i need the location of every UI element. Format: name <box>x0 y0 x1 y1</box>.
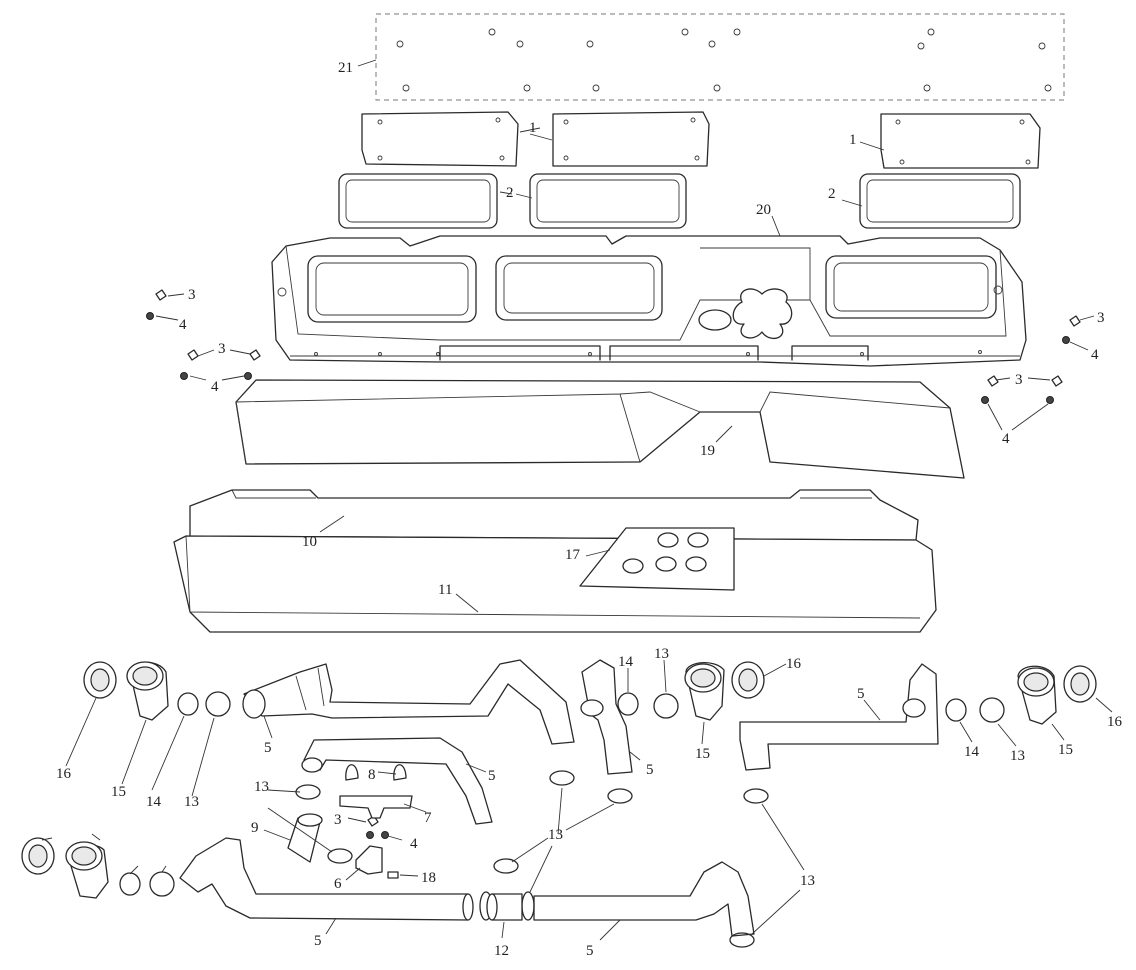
callout-5-center: 5 <box>646 762 654 778</box>
part-11-base-tray <box>173 535 937 633</box>
part-10-upper-tray <box>189 489 919 541</box>
callout-4-a: 4 <box>179 317 187 333</box>
callout-9: 9 <box>251 820 259 836</box>
callout-13-lower-right: 13 <box>800 873 815 889</box>
callout-2-right: 2 <box>828 186 836 202</box>
callout-4-b: 4 <box>211 379 219 395</box>
callout-4-e: 4 <box>410 836 418 852</box>
part-3-4-fasteners <box>146 289 1081 839</box>
callout-7: 7 <box>424 810 432 826</box>
callout-14-center: 14 <box>618 654 634 670</box>
callout-20: 20 <box>756 202 771 218</box>
callout-1-left: 1 <box>529 120 537 136</box>
callout-3-e: 3 <box>334 812 342 828</box>
callout-17: 17 <box>565 547 581 563</box>
part-20-main-housing <box>271 235 1027 367</box>
callout-8: 8 <box>368 767 376 783</box>
part-21-mounting-panel <box>375 13 1065 101</box>
callout-16-left: 16 <box>56 766 72 782</box>
callout-4-d: 4 <box>1002 431 1010 447</box>
callout-15-right: 15 <box>1058 742 1073 758</box>
part-5-ducts <box>179 659 939 937</box>
callout-16-right: 16 <box>1107 714 1123 730</box>
part-16-vent-grilles <box>21 661 1097 875</box>
callout-15-center: 15 <box>695 746 710 762</box>
callout-13-left: 13 <box>184 794 199 810</box>
callout-13-right: 13 <box>1010 748 1025 764</box>
part-7-bracket <box>339 795 413 819</box>
callout-14-right: 14 <box>964 744 980 760</box>
part-8-clips <box>345 764 407 781</box>
callout-1-right: 1 <box>849 132 857 148</box>
callout-3-d: 3 <box>1015 372 1023 388</box>
callout-12: 12 <box>494 943 509 959</box>
part-1-cover-plates <box>361 111 1041 169</box>
callout-5-s-duct: 5 <box>488 768 496 784</box>
part-2-gaskets <box>338 173 1021 229</box>
callout-6: 6 <box>334 876 342 892</box>
part-15-elbows <box>65 661 1057 899</box>
callout-16-center: 16 <box>786 656 802 672</box>
leader-lines <box>41 59 1113 941</box>
callout-15-left: 15 <box>111 784 126 800</box>
callout-3-b: 3 <box>218 341 226 357</box>
callout-11: 11 <box>438 582 452 598</box>
part-9-tube <box>287 813 323 863</box>
part-17-vent-plate <box>579 527 735 591</box>
part-19-inner-liner <box>235 379 965 479</box>
callout-5-right: 5 <box>857 686 865 702</box>
callout-5-upper-left: 5 <box>264 740 272 756</box>
callout-3-c: 3 <box>1097 310 1105 326</box>
callout-13-small: 13 <box>254 779 269 795</box>
part-12-coupling <box>486 893 523 921</box>
callout-18: 18 <box>421 870 436 886</box>
part-18-screw <box>387 871 399 879</box>
callout-4-c: 4 <box>1091 347 1099 363</box>
callout-14-left: 14 <box>146 794 162 810</box>
part-14-rings <box>119 692 967 896</box>
callout-5-lower-left: 5 <box>314 933 322 949</box>
callout-3-a: 3 <box>188 287 196 303</box>
part-6-mount <box>355 845 383 875</box>
callout-5-lower-right: 5 <box>586 943 594 959</box>
callout-13-center: 13 <box>654 646 669 662</box>
callout-labels: 21 1 1 2 2 20 3 4 3 4 3 4 3 4 19 10 17 1… <box>56 60 1123 959</box>
callout-2-left: 2 <box>506 185 514 201</box>
callout-21: 21 <box>338 60 353 76</box>
part-13-clamps <box>149 691 1005 948</box>
callout-10: 10 <box>302 534 317 550</box>
callout-13-hub: 13 <box>548 827 563 843</box>
callout-19: 19 <box>700 443 715 459</box>
